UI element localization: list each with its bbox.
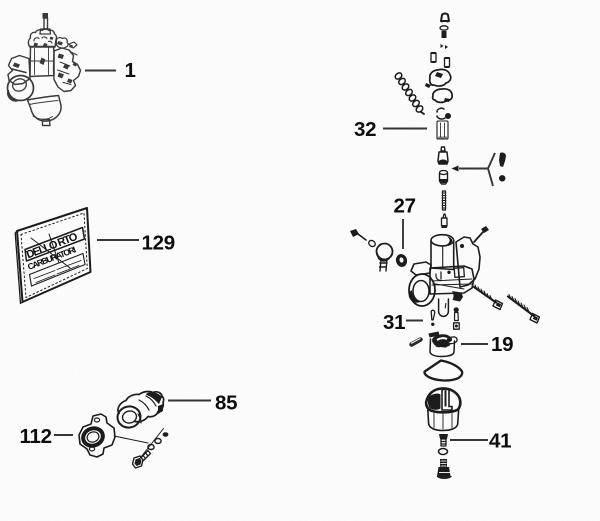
svg-text:41: 41 xyxy=(489,430,511,453)
svg-text:85: 85 xyxy=(215,392,237,415)
svg-text:129: 129 xyxy=(142,232,175,255)
svg-text:32: 32 xyxy=(354,118,376,141)
svg-text:27: 27 xyxy=(394,195,416,218)
svg-text:19: 19 xyxy=(491,333,513,356)
svg-text:1: 1 xyxy=(125,59,136,82)
svg-text:31: 31 xyxy=(383,311,405,334)
svg-text:112: 112 xyxy=(20,425,52,448)
